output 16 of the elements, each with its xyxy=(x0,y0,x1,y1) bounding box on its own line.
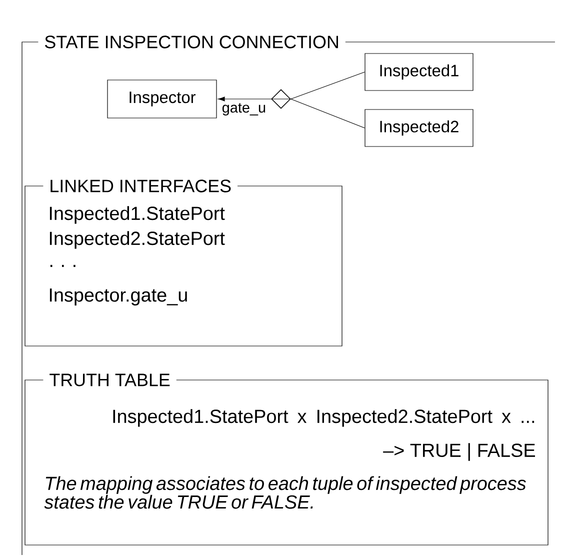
component-box: Inspector xyxy=(107,80,217,118)
description-text: The mapping associates to each tuple of inspected process states the value TRUE or FALSE. xyxy=(44,476,526,509)
interface-name: Inspected1.StatePort xyxy=(50,206,225,224)
formula-text: Inspected1.StatePort x Inspected2.StatePort x ... xyxy=(113,409,534,427)
connector-line xyxy=(218,96,292,102)
connector-diamond xyxy=(271,89,291,109)
dots: · · · xyxy=(50,264,76,267)
component-box: Inspected1 xyxy=(364,53,474,91)
edge-label: gate_u xyxy=(220,102,268,117)
connector-line xyxy=(290,98,365,128)
formula-text: –> TRUE | FALSE xyxy=(383,443,535,461)
component-box: Inspected2 xyxy=(364,109,474,147)
interface-name: Inspected2.StatePort xyxy=(50,231,225,249)
node-label: STATE INSPECTION CONNECTION xyxy=(44,36,338,48)
connector-line xyxy=(290,72,365,100)
interface-name: Inspector.gate_u xyxy=(50,288,187,306)
